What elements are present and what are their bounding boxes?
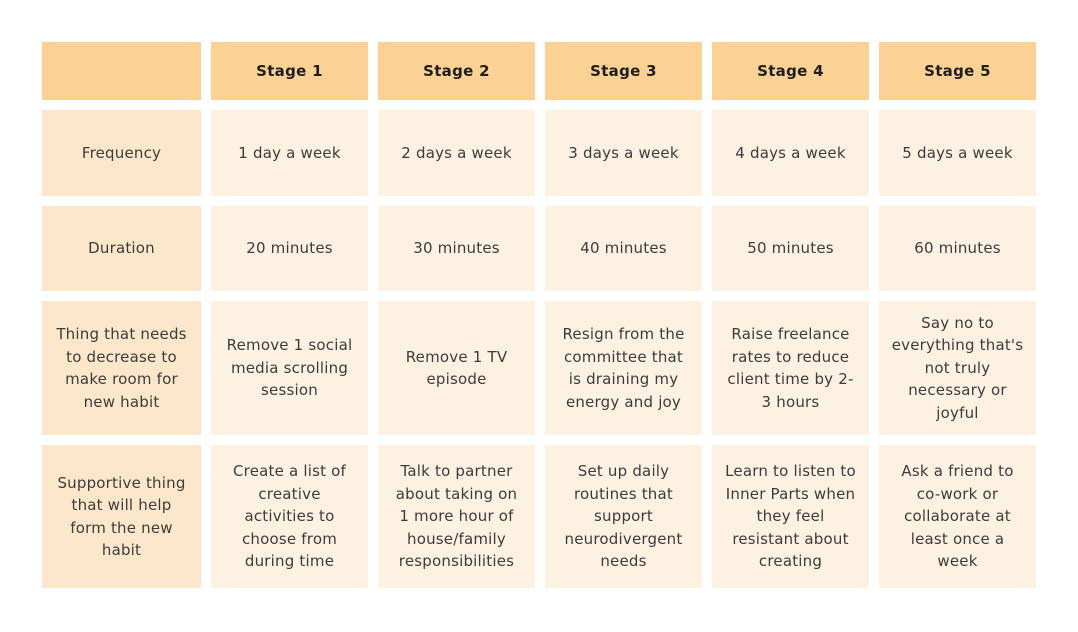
cell-supportive-stage-1: Create a list of creative activities to … bbox=[211, 445, 368, 588]
row-label-duration: Duration bbox=[42, 206, 201, 291]
cell-duration-stage-1: 20 minutes bbox=[211, 206, 368, 291]
column-header-stage-5: Stage 5 bbox=[879, 42, 1036, 100]
row-label-supportive-thing: Supportive thing that will help form the… bbox=[42, 445, 201, 588]
cell-duration-stage-3: 40 minutes bbox=[545, 206, 702, 291]
column-header-stage-2: Stage 2 bbox=[378, 42, 535, 100]
cell-decrease-stage-3: Resign from the committee that is draini… bbox=[545, 301, 702, 435]
row-label-thing-to-decrease: Thing that needs to decrease to make roo… bbox=[42, 301, 201, 435]
cell-duration-stage-2: 30 minutes bbox=[378, 206, 535, 291]
cell-decrease-stage-1: Remove 1 social media scrolling session bbox=[211, 301, 368, 435]
cell-supportive-stage-5: Ask a friend to co-work or collaborate a… bbox=[879, 445, 1036, 588]
column-header-stage-3: Stage 3 bbox=[545, 42, 702, 100]
cell-decrease-stage-4: Raise freelance rates to reduce client t… bbox=[712, 301, 869, 435]
cell-frequency-stage-5: 5 days a week bbox=[879, 110, 1036, 196]
cell-supportive-stage-3: Set up daily routines that support neuro… bbox=[545, 445, 702, 588]
column-header-corner bbox=[42, 42, 201, 100]
cell-duration-stage-5: 60 minutes bbox=[879, 206, 1036, 291]
cell-frequency-stage-4: 4 days a week bbox=[712, 110, 869, 196]
cell-decrease-stage-2: Remove 1 TV episode bbox=[378, 301, 535, 435]
cell-decrease-stage-5: Say no to everything that's not truly ne… bbox=[879, 301, 1036, 435]
cell-frequency-stage-3: 3 days a week bbox=[545, 110, 702, 196]
habit-stages-table: Stage 1 Stage 2 Stage 3 Stage 4 Stage 5 … bbox=[42, 42, 1036, 588]
cell-supportive-stage-4: Learn to listen to Inner Parts when they… bbox=[712, 445, 869, 588]
column-header-stage-4: Stage 4 bbox=[712, 42, 869, 100]
row-label-frequency: Frequency bbox=[42, 110, 201, 196]
cell-supportive-stage-2: Talk to partner about taking on 1 more h… bbox=[378, 445, 535, 588]
cell-duration-stage-4: 50 minutes bbox=[712, 206, 869, 291]
column-header-stage-1: Stage 1 bbox=[211, 42, 368, 100]
cell-frequency-stage-1: 1 day a week bbox=[211, 110, 368, 196]
cell-frequency-stage-2: 2 days a week bbox=[378, 110, 535, 196]
